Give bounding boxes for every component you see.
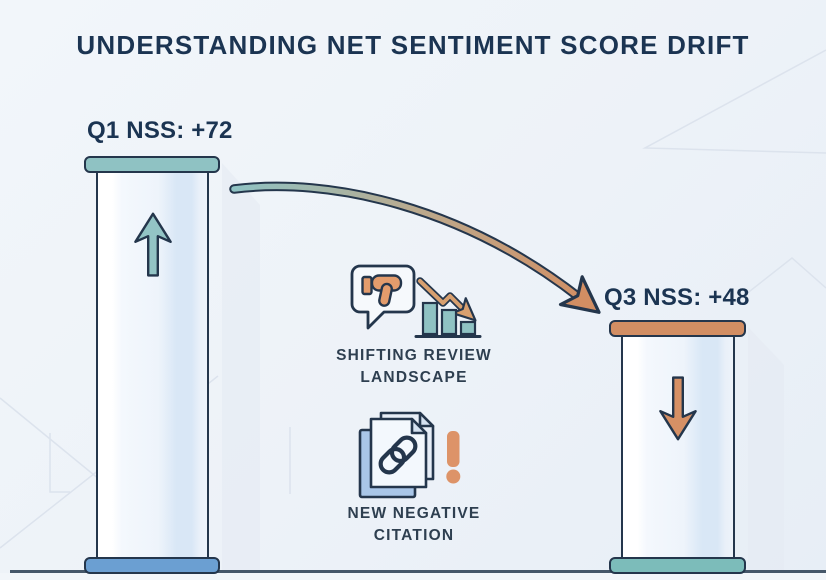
thumbs-down-icon	[361, 274, 403, 307]
q1-bar-body	[96, 171, 209, 559]
citation-caption-line2: CITATION	[373, 527, 455, 545]
q3-bar	[609, 320, 746, 574]
linked-documents-icon	[358, 411, 435, 499]
review-caption-line2: LANDSCAPE	[360, 369, 468, 387]
citation-caption: NEW NEGATIVE CITATION	[294, 503, 534, 548]
citation-caption-line1: NEW NEGATIVE	[347, 505, 481, 522]
arrow-up-icon	[133, 212, 172, 277]
q1-bar-cap	[84, 156, 220, 173]
q1-bar-base	[84, 557, 220, 574]
q3-bar-body	[621, 335, 735, 559]
chain-link-icon	[378, 435, 418, 475]
q3-score-label: Q3 NSS: +48	[604, 284, 750, 311]
q3-bar-shadow	[748, 327, 784, 570]
q3-bar-base	[609, 557, 746, 574]
q1-score-label: Q1 NSS: +72	[87, 117, 233, 144]
q3-bar-cap	[609, 320, 746, 337]
page-title: UNDERSTANDING NET SENTIMENT SCORE DRIFT	[76, 30, 750, 60]
floor-area	[0, 573, 826, 580]
ground-line	[10, 570, 826, 573]
declining-bar-chart-icon	[414, 277, 482, 338]
arrow-down-icon	[659, 376, 697, 441]
q1-bar	[84, 156, 220, 574]
thumbs-down-bubble-icon	[350, 264, 416, 330]
exclamation-icon	[446, 431, 461, 484]
review-caption: SHIFTING REVIEW LANDSCAPE	[294, 345, 534, 390]
review-caption-line1: SHIFTING REVIEW	[336, 347, 492, 364]
q1-bar-shadow	[222, 163, 260, 570]
